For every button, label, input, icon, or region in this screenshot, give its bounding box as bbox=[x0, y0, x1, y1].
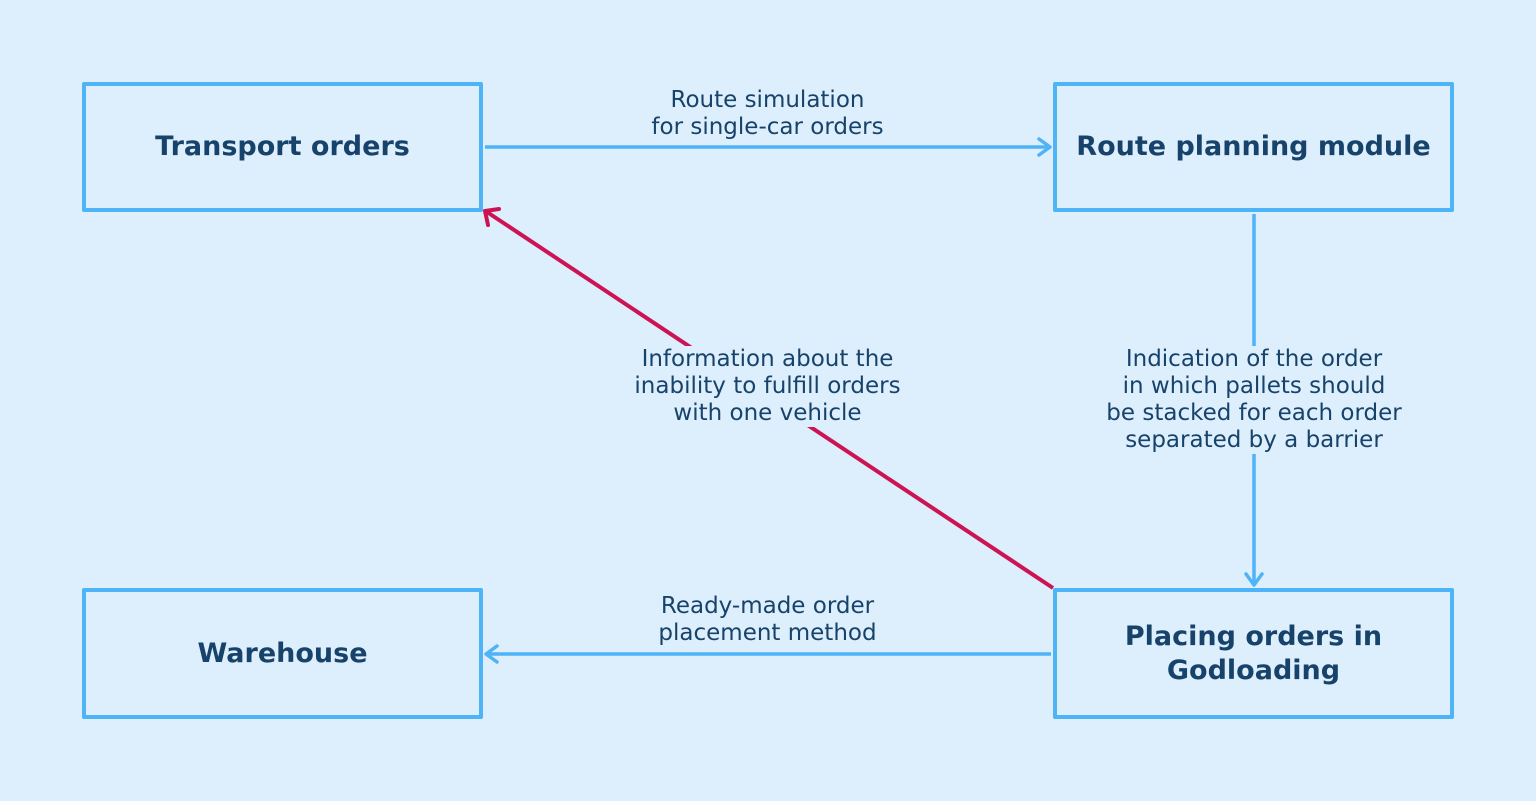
edge-label-line: separated by a barrier bbox=[1125, 427, 1383, 453]
edge-label-inability: Information about the inability to fulfi… bbox=[605, 346, 930, 427]
edge-label-line: Ready-made order bbox=[660, 593, 875, 619]
edge-label-route-simulation: Route simulation for single-car orders bbox=[600, 87, 935, 141]
node-placing-orders: Placing orders in Godloading bbox=[1053, 588, 1454, 719]
node-warehouse: Warehouse bbox=[82, 588, 483, 719]
edge-label-line: Information about the bbox=[641, 346, 894, 372]
edge-label-line: Indication of the order bbox=[1125, 346, 1383, 372]
node-placing-orders-label: Placing orders in Godloading bbox=[1124, 620, 1383, 686]
edge-label-indication: Indication of the order in which pallets… bbox=[1075, 346, 1433, 454]
arrowhead-warehouse bbox=[484, 644, 499, 664]
arrowhead-route bbox=[1037, 137, 1052, 157]
node-transport-orders-label: Transport orders bbox=[155, 131, 410, 162]
edge-label-line: in which pallets should bbox=[1122, 373, 1386, 399]
node-warehouse-label: Warehouse bbox=[197, 637, 368, 669]
arrowhead-transport bbox=[483, 207, 501, 227]
node-route-planning-module: Route planning module bbox=[1053, 82, 1454, 212]
edge-label-line: with one vehicle bbox=[673, 400, 862, 426]
edge-label-line: for single-car orders bbox=[651, 114, 884, 140]
node-transport-orders: Transport orders bbox=[82, 82, 483, 212]
edge-label-line: Route simulation bbox=[670, 87, 865, 113]
arrowhead-placing bbox=[1244, 572, 1264, 587]
edge-label-ready-made: Ready-made order placement method bbox=[600, 593, 935, 647]
edge-label-line: inability to fulfill orders bbox=[634, 373, 901, 399]
edge-label-line: placement method bbox=[658, 620, 877, 646]
edge-label-line: be stacked for each order bbox=[1106, 400, 1402, 426]
node-route-planning-label: Route planning module bbox=[1076, 131, 1431, 162]
